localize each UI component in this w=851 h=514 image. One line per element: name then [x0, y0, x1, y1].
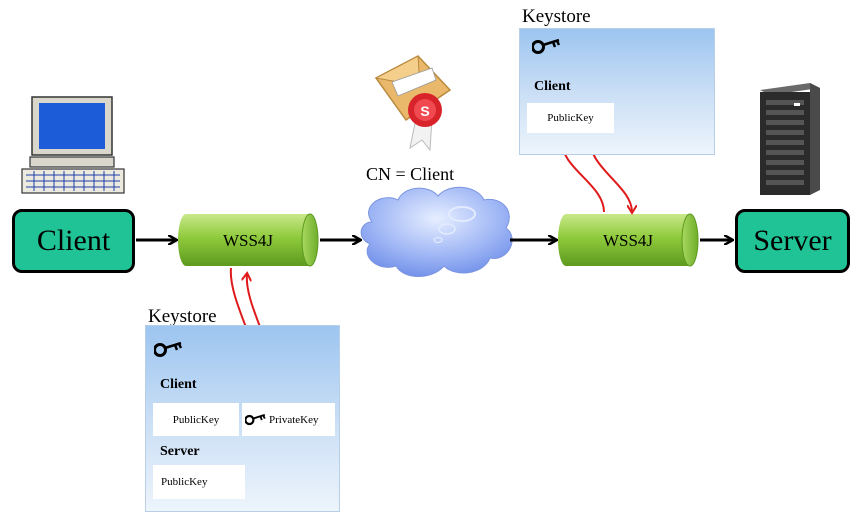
wss4j-right-label: WSS4J — [602, 231, 654, 250]
key-icon — [154, 342, 183, 357]
computer-icon — [21, 96, 125, 194]
cloud-icon — [360, 186, 513, 277]
certificate-label: CN = Client — [366, 164, 455, 184]
keystore-left-server-heading: Server — [160, 444, 200, 459]
client-node: Client — [12, 209, 135, 273]
key-icon — [245, 413, 266, 425]
key-icon — [532, 39, 561, 54]
server-label: Server — [753, 224, 832, 257]
keystore-right-panel: Client PublicKey — [519, 28, 715, 155]
server-node: Server — [735, 209, 850, 273]
client-label: Client — [36, 224, 111, 257]
keystore-left-client-publickey: PublicKey — [153, 403, 239, 436]
wss4j-right-cylinder — [558, 213, 699, 267]
keystore-left-client-publickey-label: PublicKey — [172, 413, 220, 426]
keystore-left-server-publickey-label: PublicKey — [161, 476, 208, 488]
svg-text:S: S — [420, 103, 429, 119]
keystore-right-client-publickey: PublicKey — [527, 103, 614, 133]
wss4j-left-label: WSS4J — [222, 231, 274, 250]
server-rack-icon — [760, 83, 820, 195]
keystore-left-server-publickey: PublicKey — [153, 465, 245, 499]
keystore-left-client-heading: Client — [160, 377, 197, 392]
keystore-right-title: Keystore — [522, 6, 591, 27]
keystore-right-client-heading: Client — [534, 79, 571, 94]
keystore-right-client-publickey-label: PublicKey — [547, 112, 594, 124]
keystore-left-title: Keystore — [148, 306, 217, 327]
wss4j-left-cylinder — [178, 213, 319, 267]
keystore-left-client-privatekey-label: PrivateKey — [269, 413, 319, 426]
keystore-left-panel: Client PublicKey PrivateKey Server Publi… — [145, 325, 340, 512]
keystore-left-client-privatekey: PrivateKey — [242, 403, 335, 436]
envelope-seal-icon: S — [374, 55, 452, 152]
